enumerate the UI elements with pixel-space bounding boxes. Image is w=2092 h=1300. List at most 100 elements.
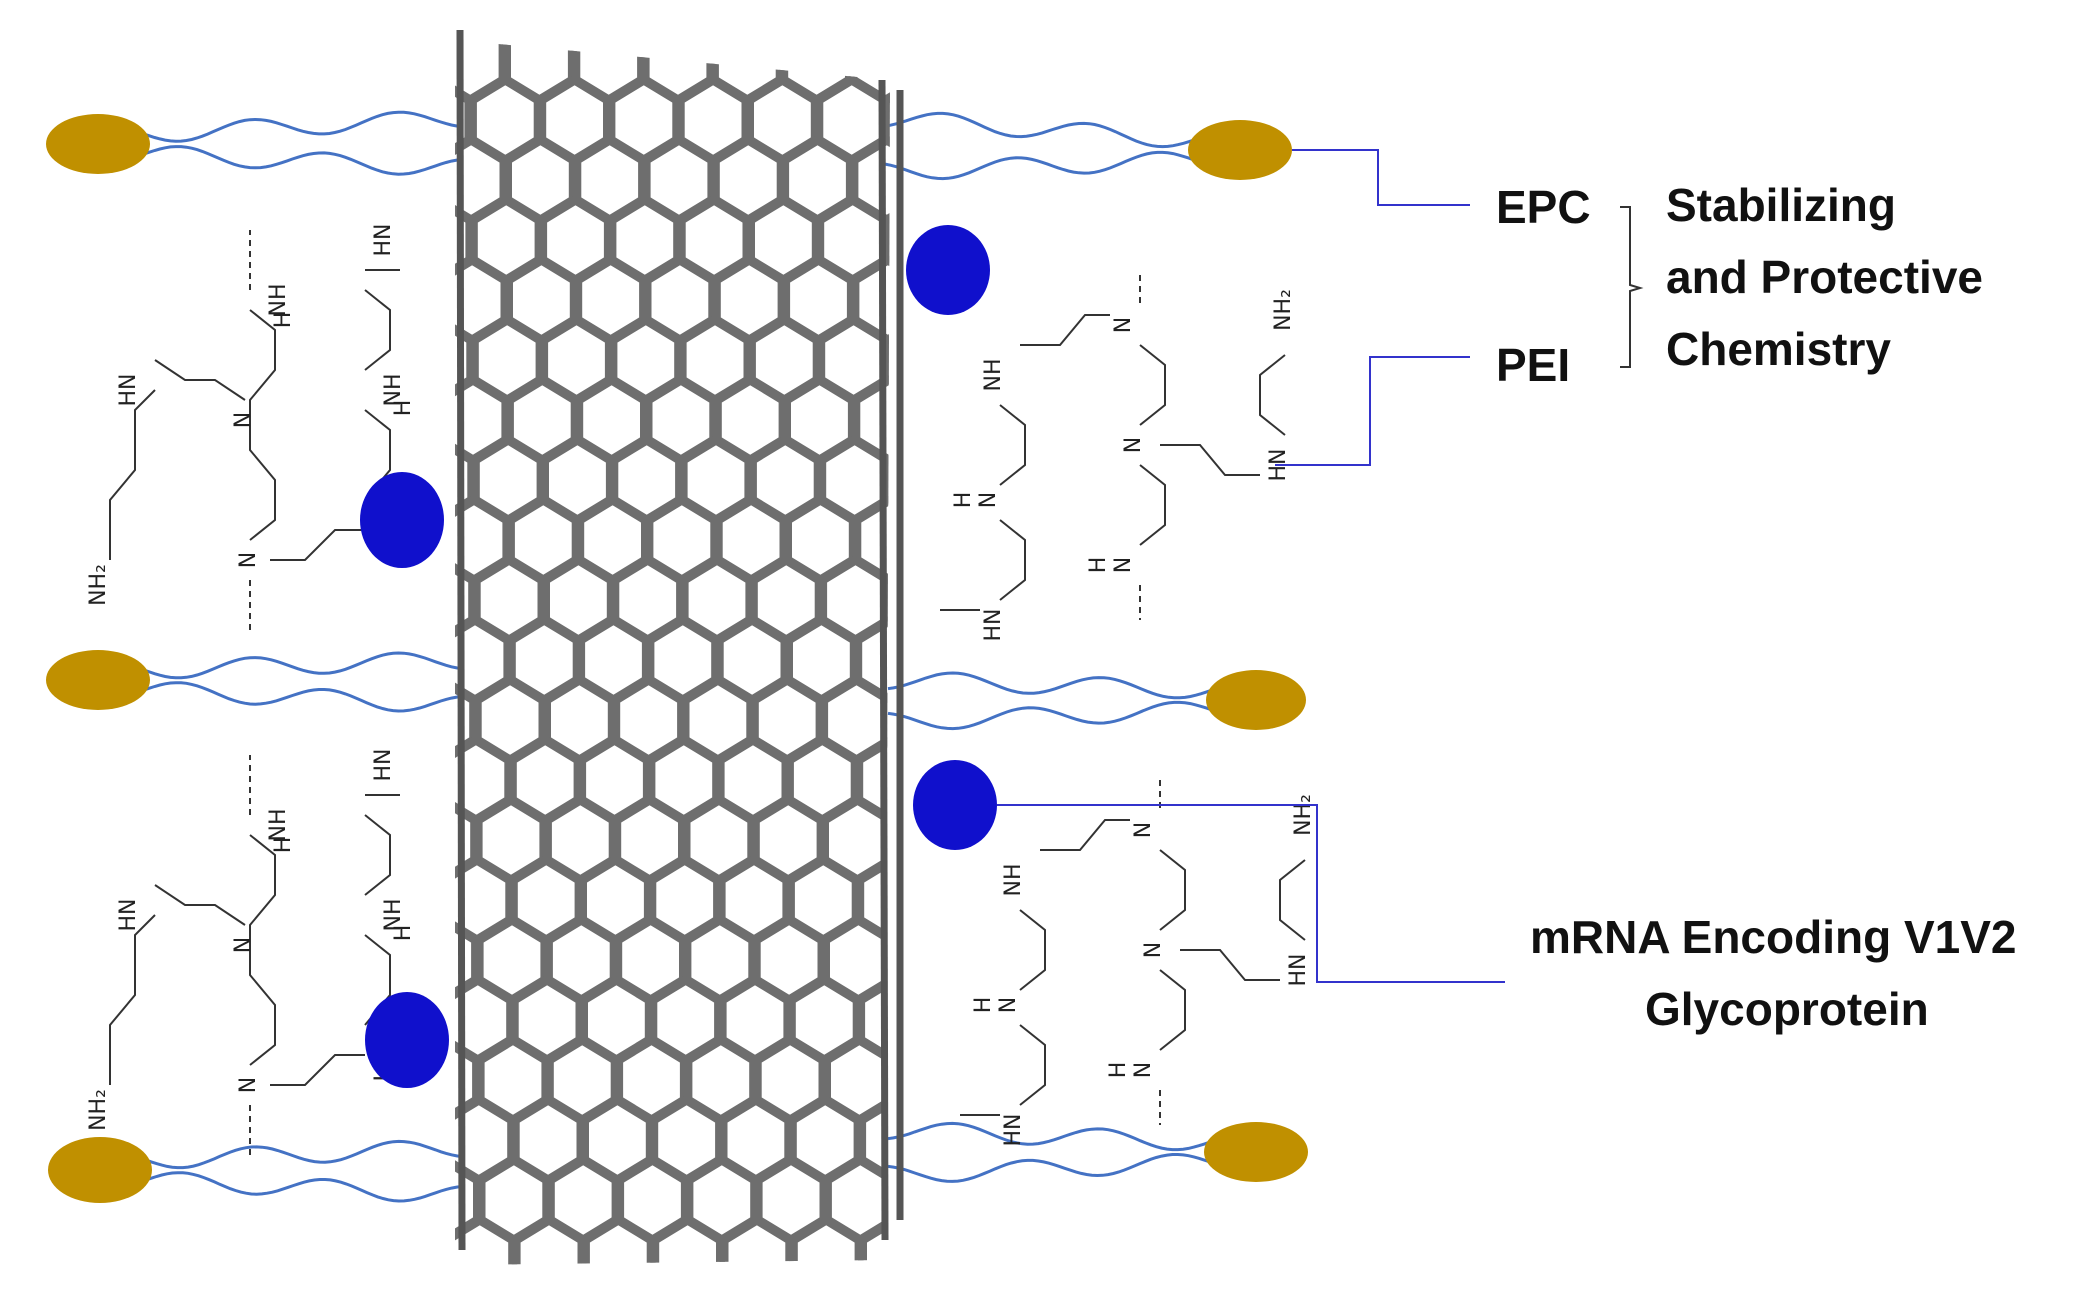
pei-bond: [1019, 1024, 1046, 1106]
lipid-head: [1206, 670, 1306, 730]
mrna-particle: [360, 472, 444, 568]
pei-atom-label: NH₂: [86, 564, 111, 606]
lipid-head: [1204, 1122, 1308, 1182]
nanotube-hexagon: [932, 1220, 998, 1300]
lipid-tail: [879, 111, 1195, 149]
nanotube-edges: [456, 29, 904, 1251]
nanotube-hexagon: [378, 1220, 444, 1300]
pei-bond: [999, 404, 1026, 486]
pei-atom-label: N: [236, 552, 261, 568]
nanotube-hexagon: [368, 20, 434, 100]
label-stabilizing-line1: Stabilizing: [1666, 179, 1896, 231]
pei-atom-label: N: [1111, 317, 1136, 333]
pei-atom-label: H: [271, 312, 296, 329]
label-stabilizing-line3: Chemistry: [1666, 323, 1891, 375]
pei-atom-label: NH: [266, 284, 291, 317]
pei-atom-label: H: [391, 925, 416, 942]
lipid-tail: [887, 671, 1213, 700]
pei-bond: [999, 519, 1026, 601]
pei-atom-label: HN: [371, 749, 396, 782]
pei-atom-label: N: [236, 1077, 261, 1093]
leader-lines: [997, 149, 1505, 983]
lipid-tail: [143, 145, 463, 176]
pei-atom-label: NH: [1001, 864, 1026, 897]
nanotube-hexagon: [370, 260, 436, 340]
nanotube-hexagon: [929, 860, 995, 940]
mrna-particle: [913, 760, 997, 850]
pei-atom-label: NH₂: [1291, 794, 1316, 836]
nanotube-hexagon: [965, 1040, 1031, 1120]
pei-molecule: NH₂HNNHHNNHNNHHHN: [86, 749, 416, 1155]
pei-bond: [1040, 819, 1130, 851]
epc-lipid: [887, 670, 1306, 731]
lipid-tail: [143, 651, 463, 680]
epc-lipid: [879, 111, 1292, 181]
nanotube-edge: [878, 79, 889, 1241]
pei-atom-label: H: [1106, 1062, 1131, 1079]
lipid-tail: [143, 110, 463, 143]
pei-atom-label: NH₂: [86, 1089, 111, 1131]
label-pei: PEI: [1496, 339, 1571, 391]
lipid-head: [1188, 120, 1292, 180]
nanotube-hexagon: [650, 1215, 725, 1265]
pei-atom-label: H: [971, 997, 996, 1014]
bracket-icon: [1620, 206, 1644, 368]
pei-bond: [249, 834, 276, 1066]
pei-bond: [1020, 314, 1110, 346]
pei-atom-label: HN: [1001, 1114, 1026, 1147]
lipid-tail: [143, 681, 463, 713]
nanotube-hexagon: [923, 140, 989, 220]
lipid-tail: [145, 1139, 463, 1170]
pei-atom-label: H: [391, 400, 416, 417]
pei-atom-label: HN: [1286, 954, 1311, 987]
lipid-tail: [879, 150, 1195, 181]
nanotube-hexagon: [455, 1215, 518, 1265]
pei-bond: [364, 814, 391, 896]
nanotube-hexagon: [413, 1280, 479, 1300]
carbon-nanotube: [368, 20, 1032, 1300]
nanotube-hexagon: [964, 920, 1030, 1000]
leader-mrna: [997, 804, 1505, 983]
pei-atom-label: NH: [981, 359, 1006, 392]
lipid-tail: [887, 700, 1213, 731]
pei-bond: [364, 289, 391, 371]
pei-atom-label: N: [231, 937, 256, 953]
pei-atom-label: HN: [981, 609, 1006, 642]
nanotube-hexagon: [466, 40, 542, 45]
nanotube-hexagon: [922, 20, 988, 100]
pei-bond: [1139, 344, 1166, 426]
pei-bond: [109, 389, 156, 560]
pei-bond: [1139, 464, 1166, 546]
pei-bond: [1279, 859, 1306, 941]
nanotube-hexagon: [898, 1280, 964, 1300]
epc-lipid: [46, 650, 463, 713]
epc-lipid-layer: [46, 110, 1308, 1203]
label-epc: EPC: [1496, 181, 1591, 233]
nanotube-hexagon: [896, 1040, 962, 1120]
lipid-tail: [887, 1153, 1211, 1183]
nanotube-hexagon: [744, 40, 819, 45]
pei-atom-label: HN: [371, 224, 396, 257]
nanotube-hexagon: [621, 1280, 687, 1300]
leader-epc: [1292, 149, 1470, 206]
pei-bond: [1259, 354, 1286, 436]
nanotube-edge: [456, 29, 466, 1251]
nanotube-hexagon: [895, 920, 961, 1000]
pei-atom-label: NH₂: [1271, 289, 1296, 331]
mrna-layer: [360, 225, 997, 1088]
pei-bond: [1180, 949, 1280, 981]
pei-structure-layer: NH₂HNNHHNNHNNHHHNNH₂HNNHHNNHNNHHHNNHHNHN…: [86, 224, 1316, 1155]
leader-pei: [1275, 356, 1470, 466]
epc-lipid: [46, 110, 463, 176]
pei-bond: [1159, 969, 1186, 1051]
pei-atom-label: H: [1086, 557, 1111, 574]
mrna-particle: [906, 225, 990, 315]
pei-bond: [109, 914, 156, 1085]
nanotube-hexagon: [482, 1280, 548, 1300]
epc-lipid: [48, 1137, 463, 1203]
nanotube-hexagon: [926, 500, 992, 580]
nanotube-hexagon: [966, 1160, 1032, 1240]
